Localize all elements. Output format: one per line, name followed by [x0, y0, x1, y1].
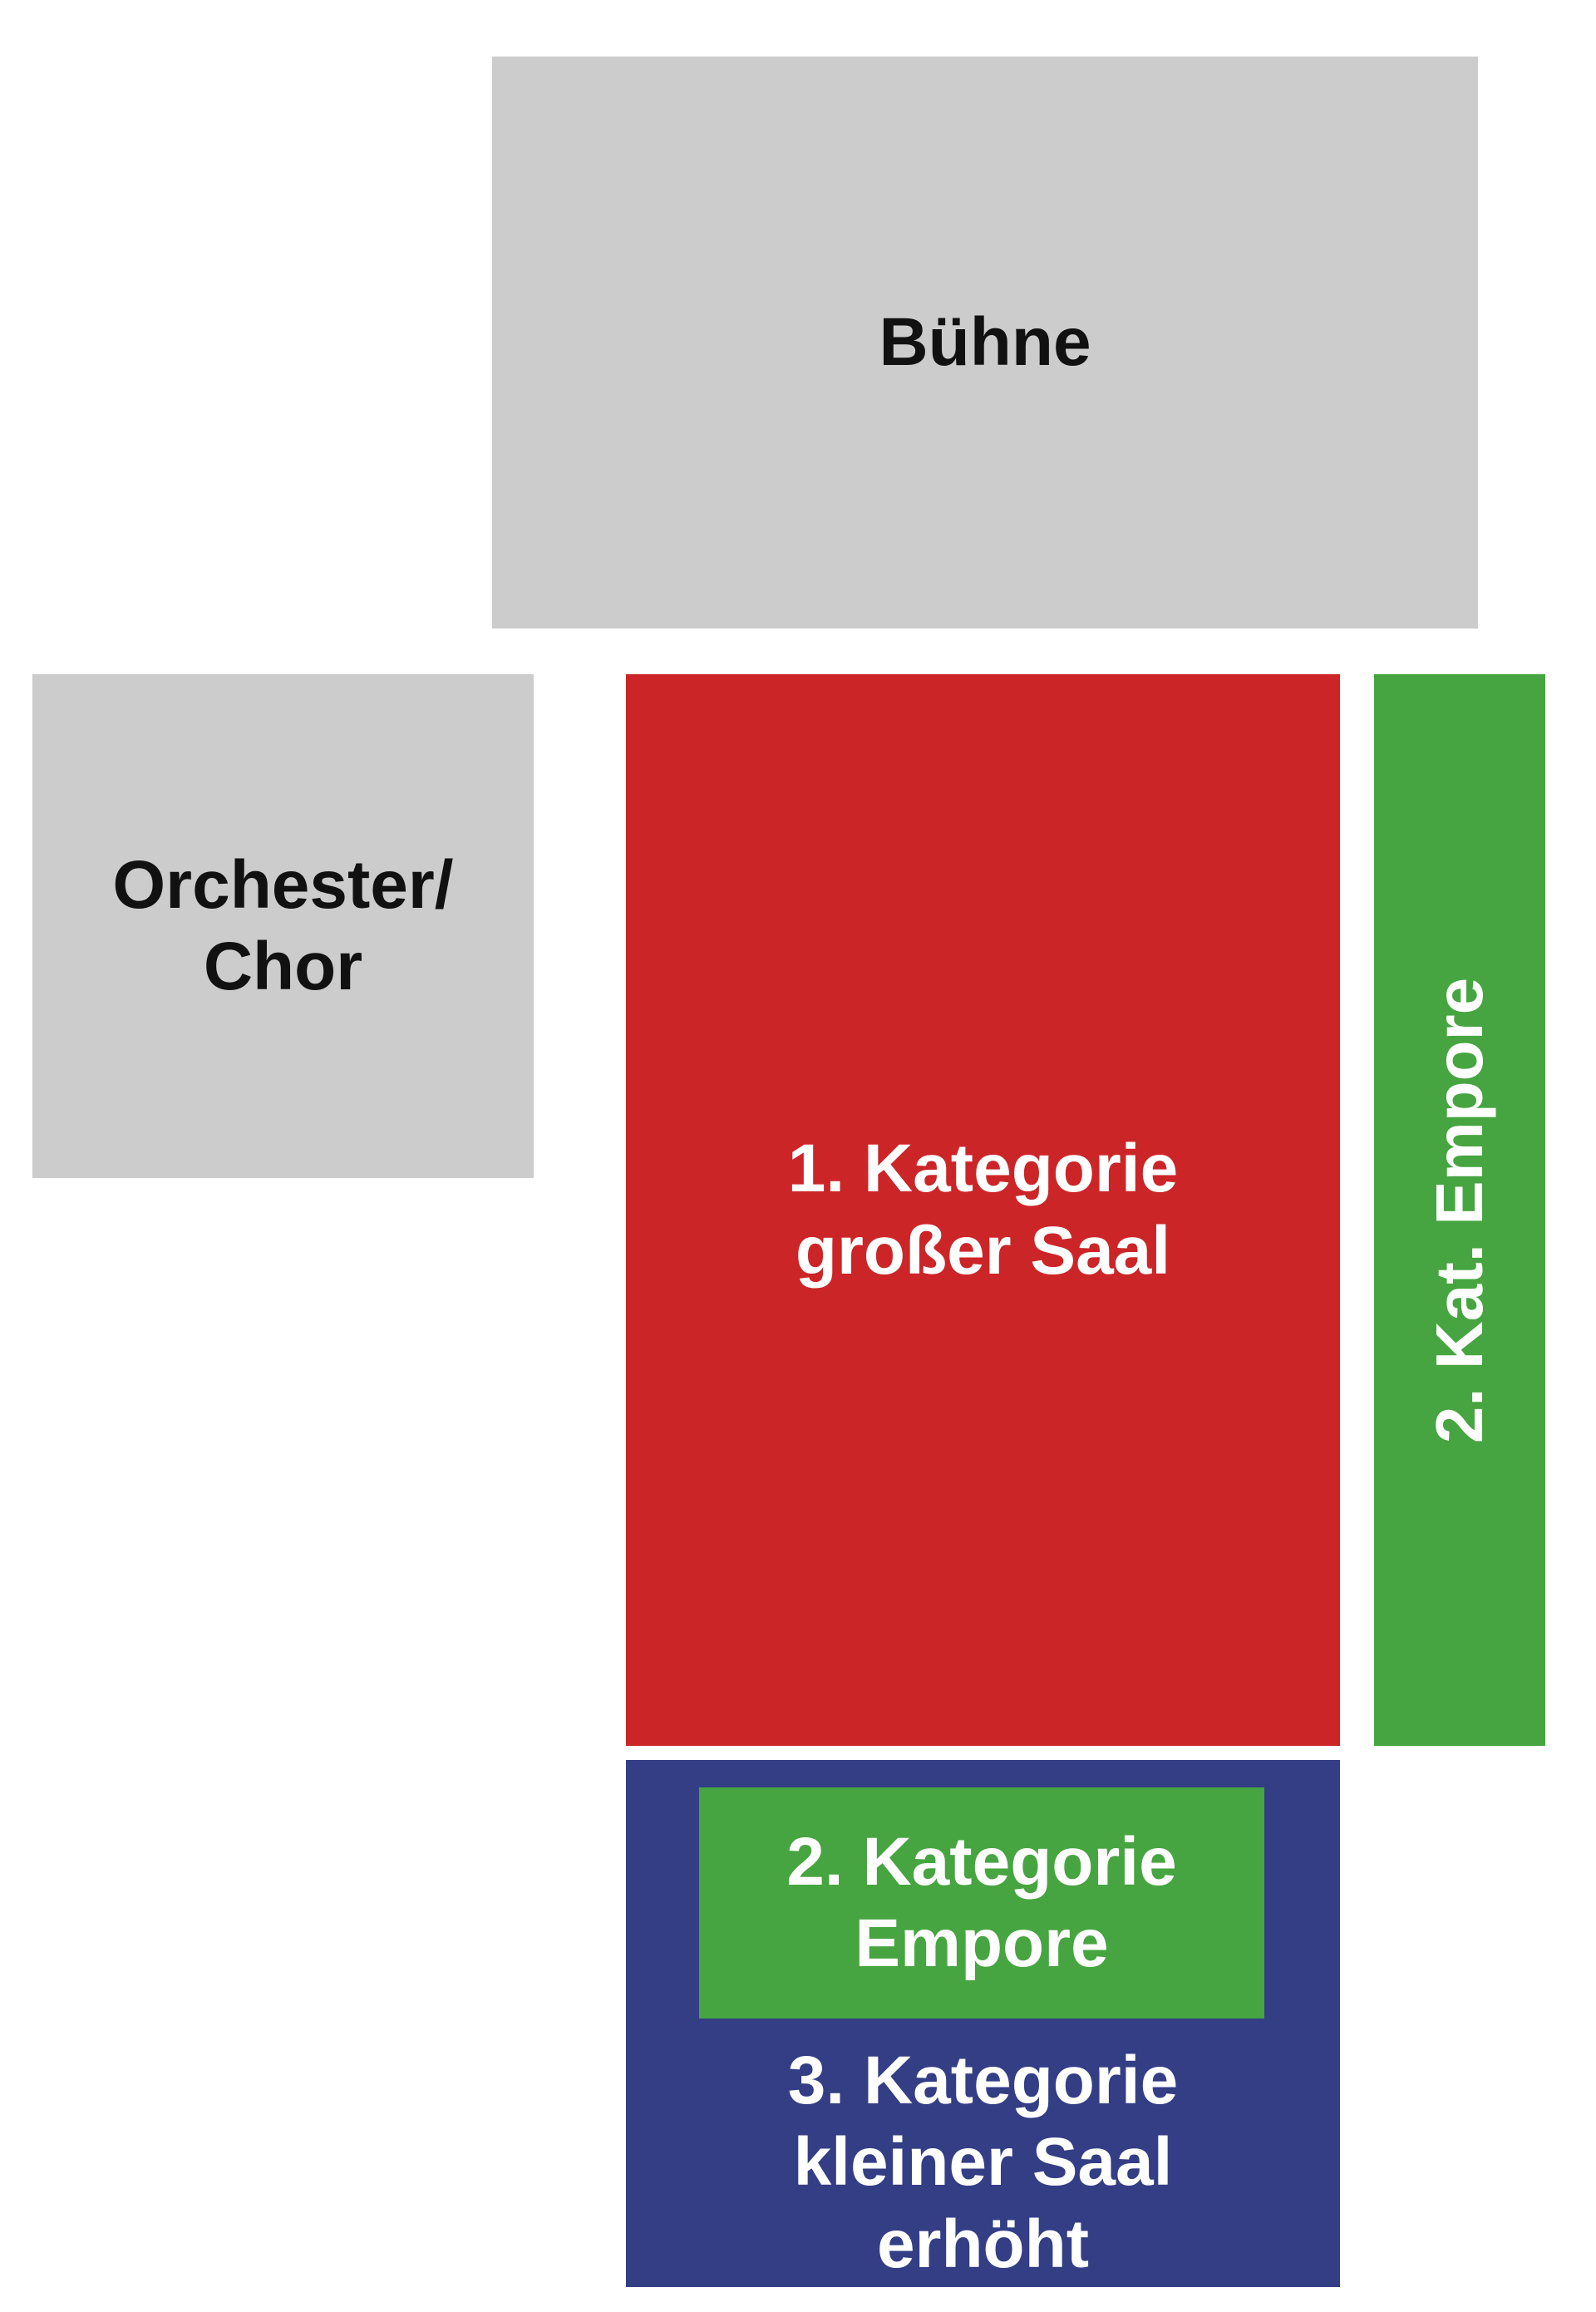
category-2-gallery-side-area: 2. Kat. Empore — [1374, 674, 1545, 1746]
category-1-label-line-1: 1. Kategorie — [787, 1131, 1179, 1207]
category-2-gallery-inner-area: 2. Kategorie Empore — [699, 1787, 1264, 2019]
orchestra-label-line-2: Chor — [203, 929, 363, 1004]
category-1-area: 1. Kategorie großer Saal — [626, 674, 1340, 1746]
category-1-label-line-2: großer Saal — [795, 1212, 1171, 1289]
category-3-label-line-3: erhöht — [876, 2206, 1090, 2282]
category-2-side-label: 2. Kat. Empore — [1422, 977, 1496, 1443]
category-2-inner-label-line-1: 2. Kategorie — [786, 1823, 1177, 1900]
category-2-inner-label-line-2: Empore — [855, 1905, 1109, 1981]
stage-area: Bühne — [492, 57, 1478, 629]
orchestra-label-line-1: Orchester/ — [112, 846, 454, 923]
category-3-label-line-1: 3. Kategorie — [787, 2043, 1179, 2118]
category-3-label-line-2: kleiner Saal — [793, 2124, 1173, 2201]
orchestra-choir-area: Orchester/ Chor — [32, 674, 534, 1178]
stage-label: Bühne — [879, 303, 1091, 380]
